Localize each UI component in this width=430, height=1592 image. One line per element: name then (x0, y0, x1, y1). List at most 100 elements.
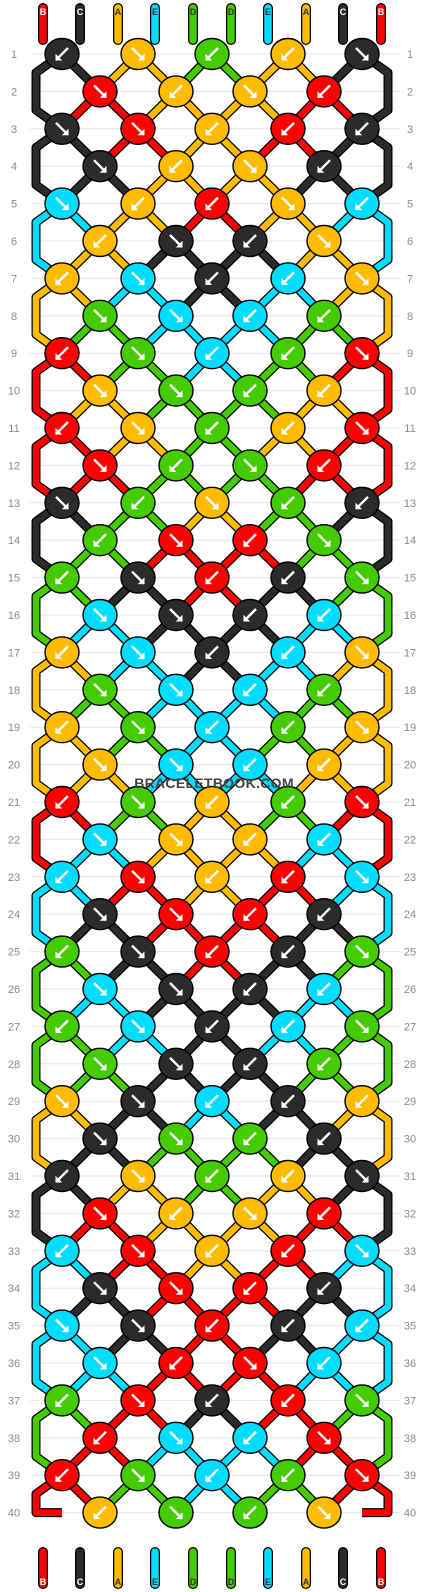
strand-label-bottom: C (77, 1577, 84, 1587)
knot (194, 935, 230, 968)
knot (82, 673, 118, 706)
knot (82, 823, 118, 856)
row-number-right: 11 (404, 423, 415, 435)
knot (120, 711, 156, 744)
arrow-head (205, 1250, 213, 1258)
arrow-head (361, 577, 369, 585)
arrow-head (175, 764, 183, 772)
arrow-head (99, 1362, 107, 1370)
arrow-head (55, 1175, 63, 1183)
arrow-head (281, 1100, 289, 1108)
arrow-head (361, 1250, 369, 1258)
knot (194, 636, 230, 669)
row-number-right: 31 (404, 1171, 416, 1183)
row-number-right: 1 (407, 49, 413, 61)
knot (82, 75, 118, 108)
knot (344, 1010, 380, 1043)
knot (270, 1458, 306, 1492)
knot (194, 337, 230, 370)
arrow-head (243, 839, 251, 846)
knot (306, 1047, 342, 1081)
arrow-head (281, 652, 289, 659)
knot (120, 1458, 156, 1492)
row-number-right: 4 (407, 161, 413, 173)
knot (44, 1234, 80, 1268)
arrow-head (243, 390, 251, 398)
strand-label-top: D (190, 7, 197, 17)
arrow-head (169, 91, 177, 98)
arrow-head (169, 465, 177, 472)
knot (270, 1234, 306, 1268)
arrow-head (281, 1026, 289, 1033)
knot (344, 1159, 380, 1193)
knot (306, 598, 342, 632)
row-number-right: 29 (404, 1096, 416, 1108)
strand-label-bottom: C (340, 1577, 347, 1587)
row-number-right: 39 (404, 1470, 416, 1482)
knot (194, 711, 230, 744)
arrow-head (137, 1325, 145, 1333)
arrow-head (55, 577, 63, 585)
row-number-right: 8 (407, 311, 413, 323)
knot (120, 411, 156, 445)
arrow-head (99, 465, 107, 472)
knot (82, 1197, 118, 1230)
knot (194, 561, 230, 594)
arrow-head (361, 1400, 369, 1407)
arrow-head (55, 652, 63, 659)
knot (44, 411, 80, 445)
knot (82, 1047, 118, 1081)
arrow-head (55, 951, 63, 959)
row-number-left: 5 (11, 199, 17, 211)
knot (158, 673, 194, 706)
knot (158, 1197, 194, 1230)
knot (82, 299, 118, 332)
knot (306, 1346, 342, 1380)
arrow-head (361, 1474, 369, 1482)
arrow-head (281, 726, 289, 734)
knot (232, 299, 268, 332)
arrow-head (205, 1026, 213, 1033)
knot (194, 37, 230, 71)
arrow-head (205, 652, 213, 659)
knot (158, 75, 194, 108)
row-number-right: 37 (404, 1395, 416, 1407)
knot (306, 524, 342, 557)
arrow-head (205, 203, 213, 211)
row-number-right: 24 (404, 909, 416, 921)
knot (306, 972, 342, 1006)
arrow-head (281, 951, 289, 959)
knot (270, 636, 306, 669)
row-number-right: 6 (407, 236, 413, 248)
row-number-right: 30 (404, 1134, 416, 1146)
arrow-head (317, 614, 325, 622)
arrow-head (131, 203, 139, 211)
arrow-head (323, 1437, 331, 1445)
knot (344, 860, 380, 893)
arrow-head (243, 1287, 251, 1295)
knot (120, 1309, 156, 1342)
knot (82, 374, 118, 407)
arrow-head (361, 652, 369, 659)
row-number-right: 12 (404, 460, 416, 472)
knot (306, 374, 342, 407)
arrow-head (249, 465, 257, 472)
knot (82, 1122, 118, 1155)
knot (44, 1084, 80, 1118)
row-number-left: 33 (8, 1246, 20, 1258)
knot (344, 1084, 380, 1118)
row-number-left: 39 (8, 1470, 20, 1482)
strand-label-top: C (340, 7, 347, 17)
arrow-head (361, 1175, 369, 1183)
strand-label-top: C (77, 7, 84, 17)
arrow-head (137, 1026, 145, 1033)
knot (270, 411, 306, 445)
row-number-left: 25 (8, 947, 20, 959)
arrow-head (99, 764, 107, 772)
arrow-head (317, 689, 325, 697)
knot (270, 187, 306, 220)
row-number-right: 20 (404, 760, 416, 772)
arrow-head (175, 390, 183, 398)
